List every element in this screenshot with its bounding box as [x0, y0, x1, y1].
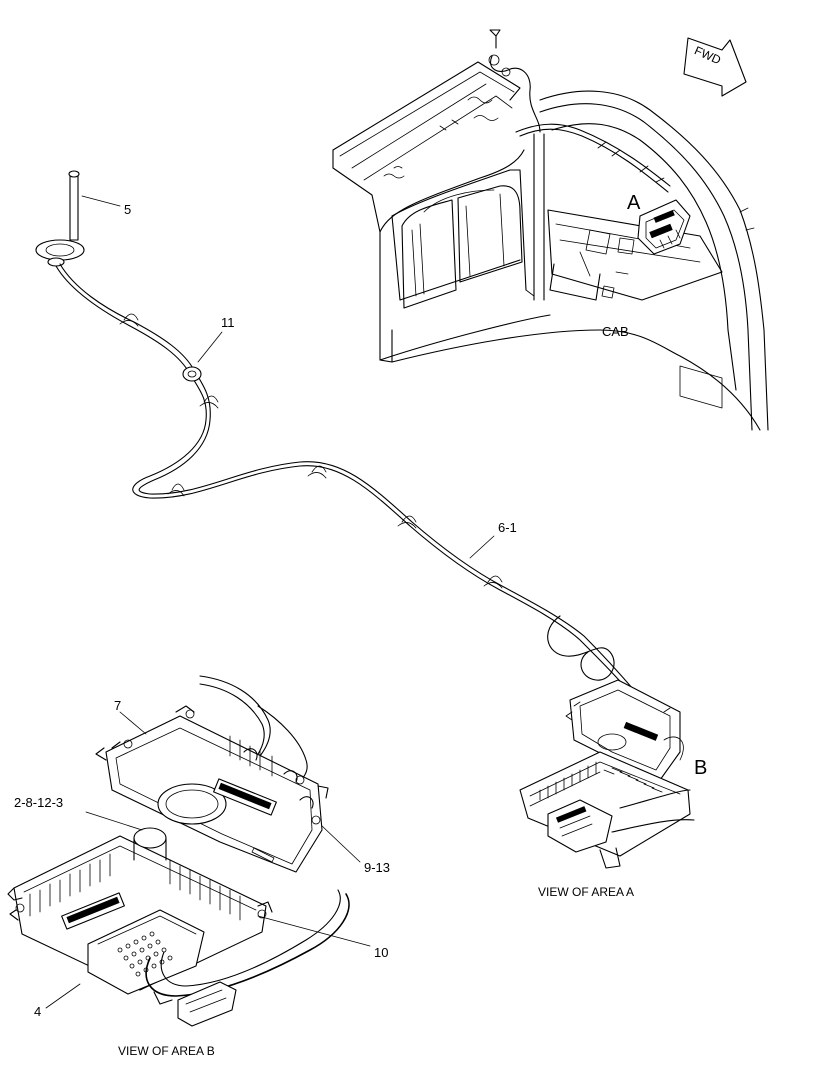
leader-9-13 [321, 825, 361, 863]
view-area-b [7, 675, 350, 1027]
leader-10 [257, 915, 371, 947]
callout-6-1: 6-1 [498, 520, 517, 535]
callout-5: 5 [124, 202, 131, 217]
view-area-a [519, 679, 695, 869]
caption-view-b: VIEW OF AREA B [118, 1044, 215, 1058]
antenna [35, 170, 85, 267]
leader-6-1 [469, 535, 495, 559]
area-a-module [637, 199, 691, 255]
leader-7 [119, 711, 147, 735]
area-b-marker: B [694, 757, 707, 779]
callout-9-13: 9-13 [364, 860, 390, 875]
callout-10: 10 [374, 945, 388, 960]
leader-4 [45, 983, 81, 1009]
fwd-arrow: FWD [683, 37, 747, 97]
caption-view-a: VIEW OF AREA A [538, 885, 634, 899]
cable-6-1 [55, 263, 657, 749]
callout-7: 7 [114, 698, 121, 713]
callout-11: 11 [221, 315, 235, 330]
leader-5 [81, 195, 121, 207]
callout-4: 4 [34, 1004, 41, 1019]
area-a-marker: A [627, 192, 641, 214]
leader-2-8-12-3 [85, 811, 143, 831]
leader-11 [197, 331, 223, 363]
connector-pins [117, 931, 173, 977]
cab-assembly [332, 29, 769, 431]
cab-label: CAB [602, 324, 629, 339]
callout-2-8-12-3: 2-8-12-3 [14, 795, 63, 810]
